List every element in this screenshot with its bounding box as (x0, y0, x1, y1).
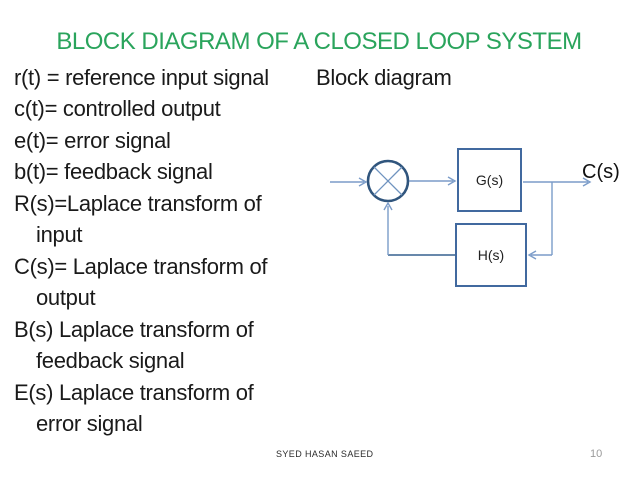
h-block-label: H(s) (477, 247, 505, 263)
definition-line: R(s)=Laplace transform of (14, 190, 262, 216)
definition-line: r(t) = reference input signal (14, 65, 269, 90)
definition-line: C(s)= Laplace transform of (14, 253, 268, 279)
definition-line: b(t)= feedback signal (14, 159, 213, 185)
g-transfer-function-block: G(s) (457, 148, 522, 212)
definition-line-wrap: error signal (36, 410, 143, 436)
summing-junction-icon (366, 159, 410, 203)
definition-line-wrap: output (36, 285, 96, 311)
definition-line-wrap: input (36, 222, 83, 248)
definition-line: e(t)= error signal (14, 127, 171, 153)
h-feedback-block: H(s) (455, 223, 527, 287)
input-arrow (330, 177, 368, 187)
output-signal-label: C(s) (582, 161, 620, 183)
junction-to-g-arrow (409, 176, 457, 186)
definition-line: E(s) Laplace transform of (14, 379, 254, 405)
footer-author: SYED HASAN SAEED (276, 449, 374, 459)
definition-line: c(t)= controlled output (14, 96, 221, 122)
feedback-return-line (383, 201, 455, 256)
g-block-label: G(s) (475, 172, 504, 188)
feedback-branch-line (527, 182, 553, 260)
definitions-list: r(t) = reference input signal c(t)= cont… (14, 62, 269, 439)
block-diagram-label: Block diagram (316, 65, 452, 90)
definition-line: B(s) Laplace transform of (14, 316, 254, 342)
definition-line-wrap: feedback signal (36, 348, 185, 374)
output-line (523, 177, 592, 187)
footer-page-number: 10 (590, 448, 603, 460)
slide-title: BLOCK DIAGRAM OF A CLOSED LOOP SYSTEM (56, 28, 582, 55)
